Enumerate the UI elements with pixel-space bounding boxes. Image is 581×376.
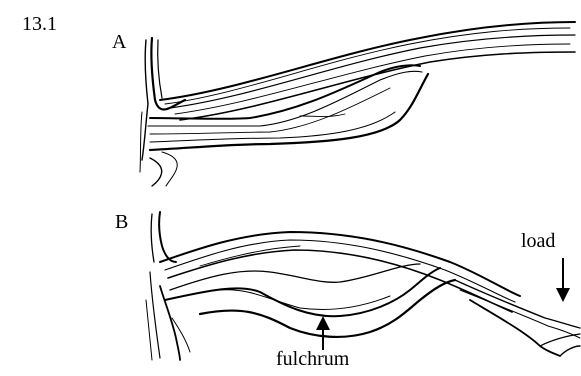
fulcrum-label: fulchrum — [276, 349, 349, 369]
load-label: load — [521, 231, 555, 251]
panel-b-lower-arc — [165, 264, 455, 352]
load-arrow — [556, 258, 570, 302]
panel-a-lower-limb — [148, 65, 428, 186]
panel-b-label: B — [115, 212, 128, 232]
panel-b-trunk — [146, 212, 180, 360]
panel-a-drawing — [140, 22, 575, 186]
panel-b-drawing — [146, 212, 580, 360]
figure-number: 13.1 — [22, 14, 57, 34]
fulcrum-arrow — [316, 316, 330, 350]
panel-a-label: A — [112, 32, 126, 52]
panel-b-upper-arc — [160, 232, 520, 312]
panel-a-upper-limb — [160, 22, 575, 120]
